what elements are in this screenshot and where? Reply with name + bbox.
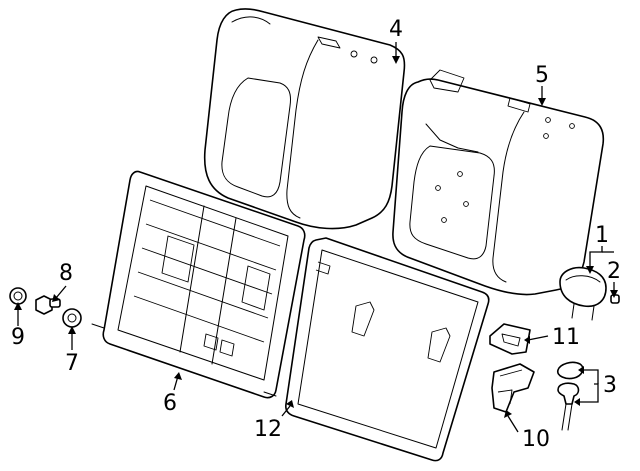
callout-9: 9 — [11, 325, 25, 350]
part-9-bushing — [9, 287, 27, 305]
part-3-headrest-guides — [556, 361, 584, 431]
callout-7: 7 — [65, 351, 79, 376]
part-6-seat-back-frame — [91, 170, 306, 399]
part-5-seat-back-pad — [392, 69, 605, 296]
part-2-clip — [610, 294, 620, 304]
part-1-headrest — [559, 266, 607, 321]
callout-11: 11 — [552, 325, 580, 350]
part-12-rear-panel — [285, 237, 490, 462]
callout-3: 3 — [603, 373, 617, 398]
leader-lines — [14, 42, 618, 433]
callout-5: 5 — [535, 63, 549, 88]
callout-12: 12 — [254, 417, 282, 442]
callout-10: 10 — [522, 427, 550, 452]
callout-2: 2 — [607, 259, 621, 284]
part-10-latch-guide — [491, 363, 535, 413]
callout-4: 4 — [389, 17, 403, 42]
callout-8: 8 — [59, 261, 73, 286]
callout-labels: 4 5 1 2 3 11 10 6 12 9 8 7 — [11, 17, 621, 452]
callout-6: 6 — [163, 391, 177, 416]
callout-1: 1 — [595, 223, 609, 248]
part-11-bezel — [489, 323, 531, 355]
part-4-seat-back-cushion — [203, 8, 406, 230]
part-7-washer — [62, 308, 82, 328]
